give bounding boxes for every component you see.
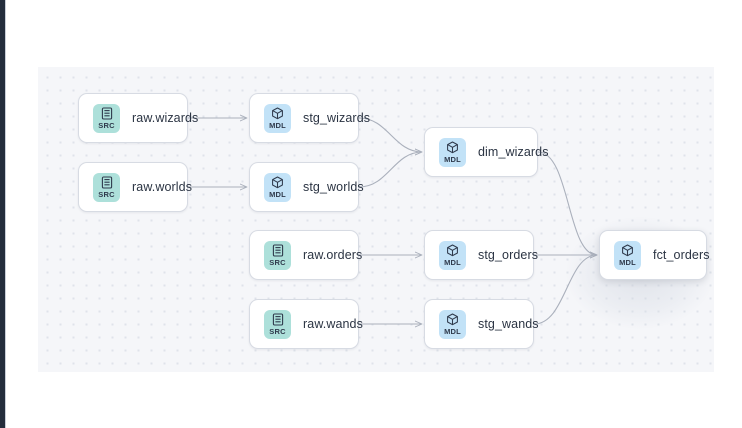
model-badge: MDL [264,103,291,133]
node-label: raw.orders [303,248,363,262]
edge-stg-worlds-dim-wizards [358,152,422,188]
cube-icon [447,243,458,256]
node-label: raw.wizards [132,111,199,125]
model-badge: MDL [439,309,466,339]
cube-icon [272,106,283,119]
badge-label: MDL [619,257,636,267]
model-badge: MDL [614,240,641,270]
badge-label: SRC [98,120,115,130]
badge-label: MDL [444,326,461,336]
left-rail [0,0,5,428]
node-stg-wands[interactable]: MDL stg_wands [424,299,539,349]
source-badge: SRC [264,240,291,270]
database-icon [272,312,283,326]
node-raw-worlds[interactable]: SRC raw.worlds [78,162,192,212]
node-fct-orders[interactable]: MDL fct_orders [599,230,710,280]
cube-icon [622,243,633,256]
badge-label: SRC [269,326,286,336]
lineage-canvas[interactable]: SRC raw.wizards SRC raw.worlds [38,67,714,372]
database-icon [101,106,112,120]
model-badge: MDL [439,137,466,167]
node-label: stg_wizards [303,111,371,125]
node-label: stg_worlds [303,180,364,194]
badge-label: SRC [98,189,115,199]
node-label: dim_wizards [478,145,549,159]
badge-label: MDL [444,257,461,267]
model-badge: MDL [264,172,291,202]
database-icon [272,243,283,257]
rail-edge-divider [5,0,6,428]
node-label: raw.worlds [132,180,193,194]
node-label: fct_orders [653,248,710,262]
node-stg-worlds[interactable]: MDL stg_worlds [249,162,364,212]
source-badge: SRC [264,309,291,339]
node-raw-orders[interactable]: SRC raw.orders [249,230,363,280]
node-raw-wizards[interactable]: SRC raw.wizards [78,93,198,143]
source-badge: SRC [93,103,120,133]
cube-icon [447,312,458,325]
cube-icon [447,140,458,153]
node-stg-orders[interactable]: MDL stg_orders [424,230,538,280]
node-dim-wizards[interactable]: MDL dim_wizards [424,127,548,177]
badge-label: MDL [269,189,286,199]
node-raw-wands[interactable]: SRC raw.wands [249,299,363,349]
badge-label: MDL [269,120,286,130]
source-badge: SRC [93,172,120,202]
node-label: stg_wands [478,317,539,331]
database-icon [101,175,112,189]
badge-label: MDL [444,154,461,164]
node-label: raw.wands [303,317,363,331]
node-label: stg_orders [478,248,539,262]
cube-icon [272,175,283,188]
node-stg-wizards[interactable]: MDL stg_wizards [249,93,370,143]
model-badge: MDL [439,240,466,270]
badge-label: SRC [269,257,286,267]
